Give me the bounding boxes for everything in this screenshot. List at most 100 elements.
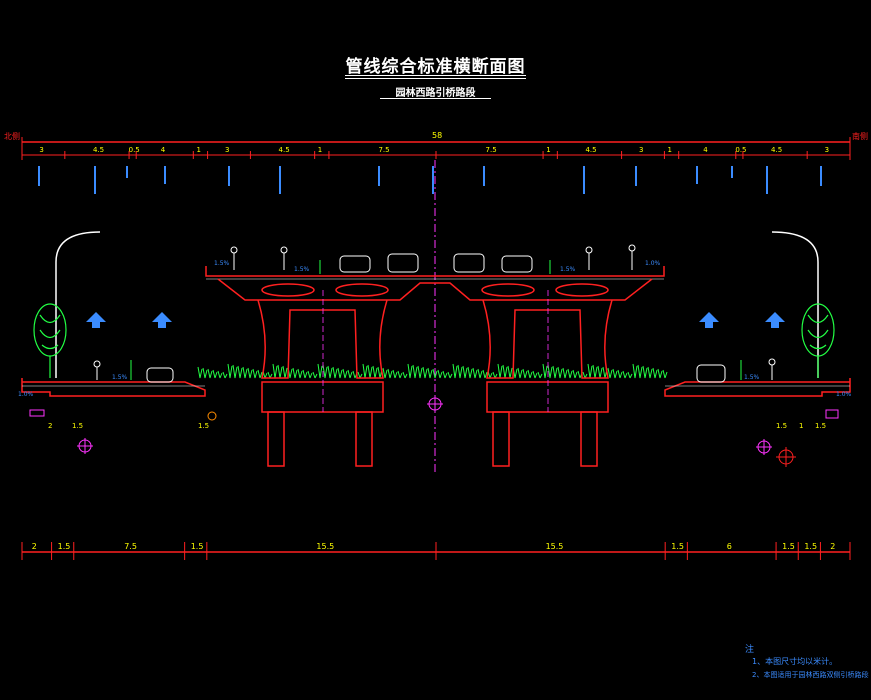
grass-blade [347,369,353,379]
grass-blade [567,368,573,379]
grass-blade [402,371,408,379]
grass-blade [282,365,288,379]
grass-blade [312,371,318,379]
grass-blade [427,367,433,379]
right-side-label: 南侧 [852,131,868,141]
grass-blade [227,363,233,379]
grass-blade [432,368,438,379]
grass-blade [242,366,248,379]
tree-left [33,303,67,378]
grass-blade [257,369,263,379]
grass-blade [642,365,648,379]
grass-blade [612,368,618,379]
bottom-dim-label: 2 [32,542,37,551]
bottom-dim-label: 1.5 [191,542,204,551]
grass-blade [222,371,228,379]
bridge-deck [205,266,665,301]
grass-blade [517,367,523,379]
svg-text:1.5%: 1.5% [744,374,760,381]
grass-blade [507,365,513,379]
grass-blade [357,371,363,379]
bottom-dim-label: 2 [830,542,835,551]
svg-text:1.5: 1.5 [72,422,83,430]
grass-blade [597,365,603,379]
grass-blade [272,363,278,379]
grass-blade [617,369,623,379]
top-dim-label: 0.5 [129,146,140,154]
grass-blade [627,371,633,379]
grass-blade [332,366,338,379]
grass-blade [647,366,653,379]
top-dim-label: 3 [225,146,229,154]
slope-labels: 1.5% 1.5% 1.5% 1.0% 1.5% 1.5% 1.0% 1.0% [18,260,852,398]
top-dim-label: 7.5 [378,146,389,154]
bottom-dim-label: 1.5 [782,542,795,551]
grass-blade [537,371,543,379]
pipelines [29,396,839,467]
top-dim-label: 3 [639,146,643,154]
grass-blade [492,371,498,379]
grass-blade [447,371,453,379]
grass-blade [502,364,508,379]
svg-text:1.0%: 1.0% [645,260,661,267]
bottom-dim-label: 1.5 [804,542,817,551]
grass-blade [657,368,663,379]
cars-on-bridge [146,253,726,383]
top-dim-label: 4.5 [279,146,290,154]
grass-blade [587,363,593,379]
grass-blade [652,367,658,379]
grass-blade [302,369,308,379]
side-road-right [664,378,851,397]
left-side-label: 北侧 [4,131,20,141]
grass-blade [277,364,283,379]
grass-blade [442,370,448,379]
street-lamp-right [771,231,819,378]
svg-text:1.0%: 1.0% [18,391,34,398]
green-belt [197,363,668,379]
svg-text:1.5%: 1.5% [112,374,128,381]
title-underline-2 [345,78,526,79]
top-dim-label: 7.5 [486,146,497,154]
lane-labels [38,166,822,194]
svg-text:1.5%: 1.5% [560,266,576,273]
svg-text:1: 1 [799,422,803,430]
svg-text:1.5: 1.5 [776,422,787,430]
grass-blade [452,363,458,379]
grass-blade [317,363,323,379]
grass-blade [542,363,548,379]
bottom-dim-label: 15.5 [316,542,334,551]
grass-blade [477,368,483,379]
grass-blade [247,367,253,379]
pipe-offset-dims: 2 1.5 1.5 1.5 1 1.5 [48,422,826,430]
grass-blade [217,370,223,379]
bottom-dim-label: 7.5 [124,542,137,551]
note-item-2: 2、本图适用于园林西路双侧引桥路段标准横断面。 [752,671,869,679]
grass-blade [337,367,343,379]
grass-blade [342,368,348,379]
grass-blade [552,365,558,379]
grass-blade [367,364,373,379]
grass-blade [297,368,303,379]
top-dim-label: 4.5 [93,146,104,154]
top-dim-label: 1 [546,146,550,154]
grass-blade [532,370,538,379]
grass-blade [292,367,298,379]
grass-blade [197,366,203,379]
grass-blade [417,365,423,379]
grass-blade [212,369,218,379]
note-item-1: 1、本图尺寸均以米计。 [752,657,838,666]
grass-blade [392,369,398,379]
grass-blade [322,364,328,379]
top-dim-label: 4.5 [585,146,596,154]
grass-blade [387,368,393,379]
grass-blade [397,370,403,379]
grass-blade [547,364,553,379]
grass-blade [632,363,638,379]
direction-arrows [86,312,785,328]
grass-blade [202,367,208,379]
grass-blade [472,367,478,379]
grass-blade [437,369,443,379]
